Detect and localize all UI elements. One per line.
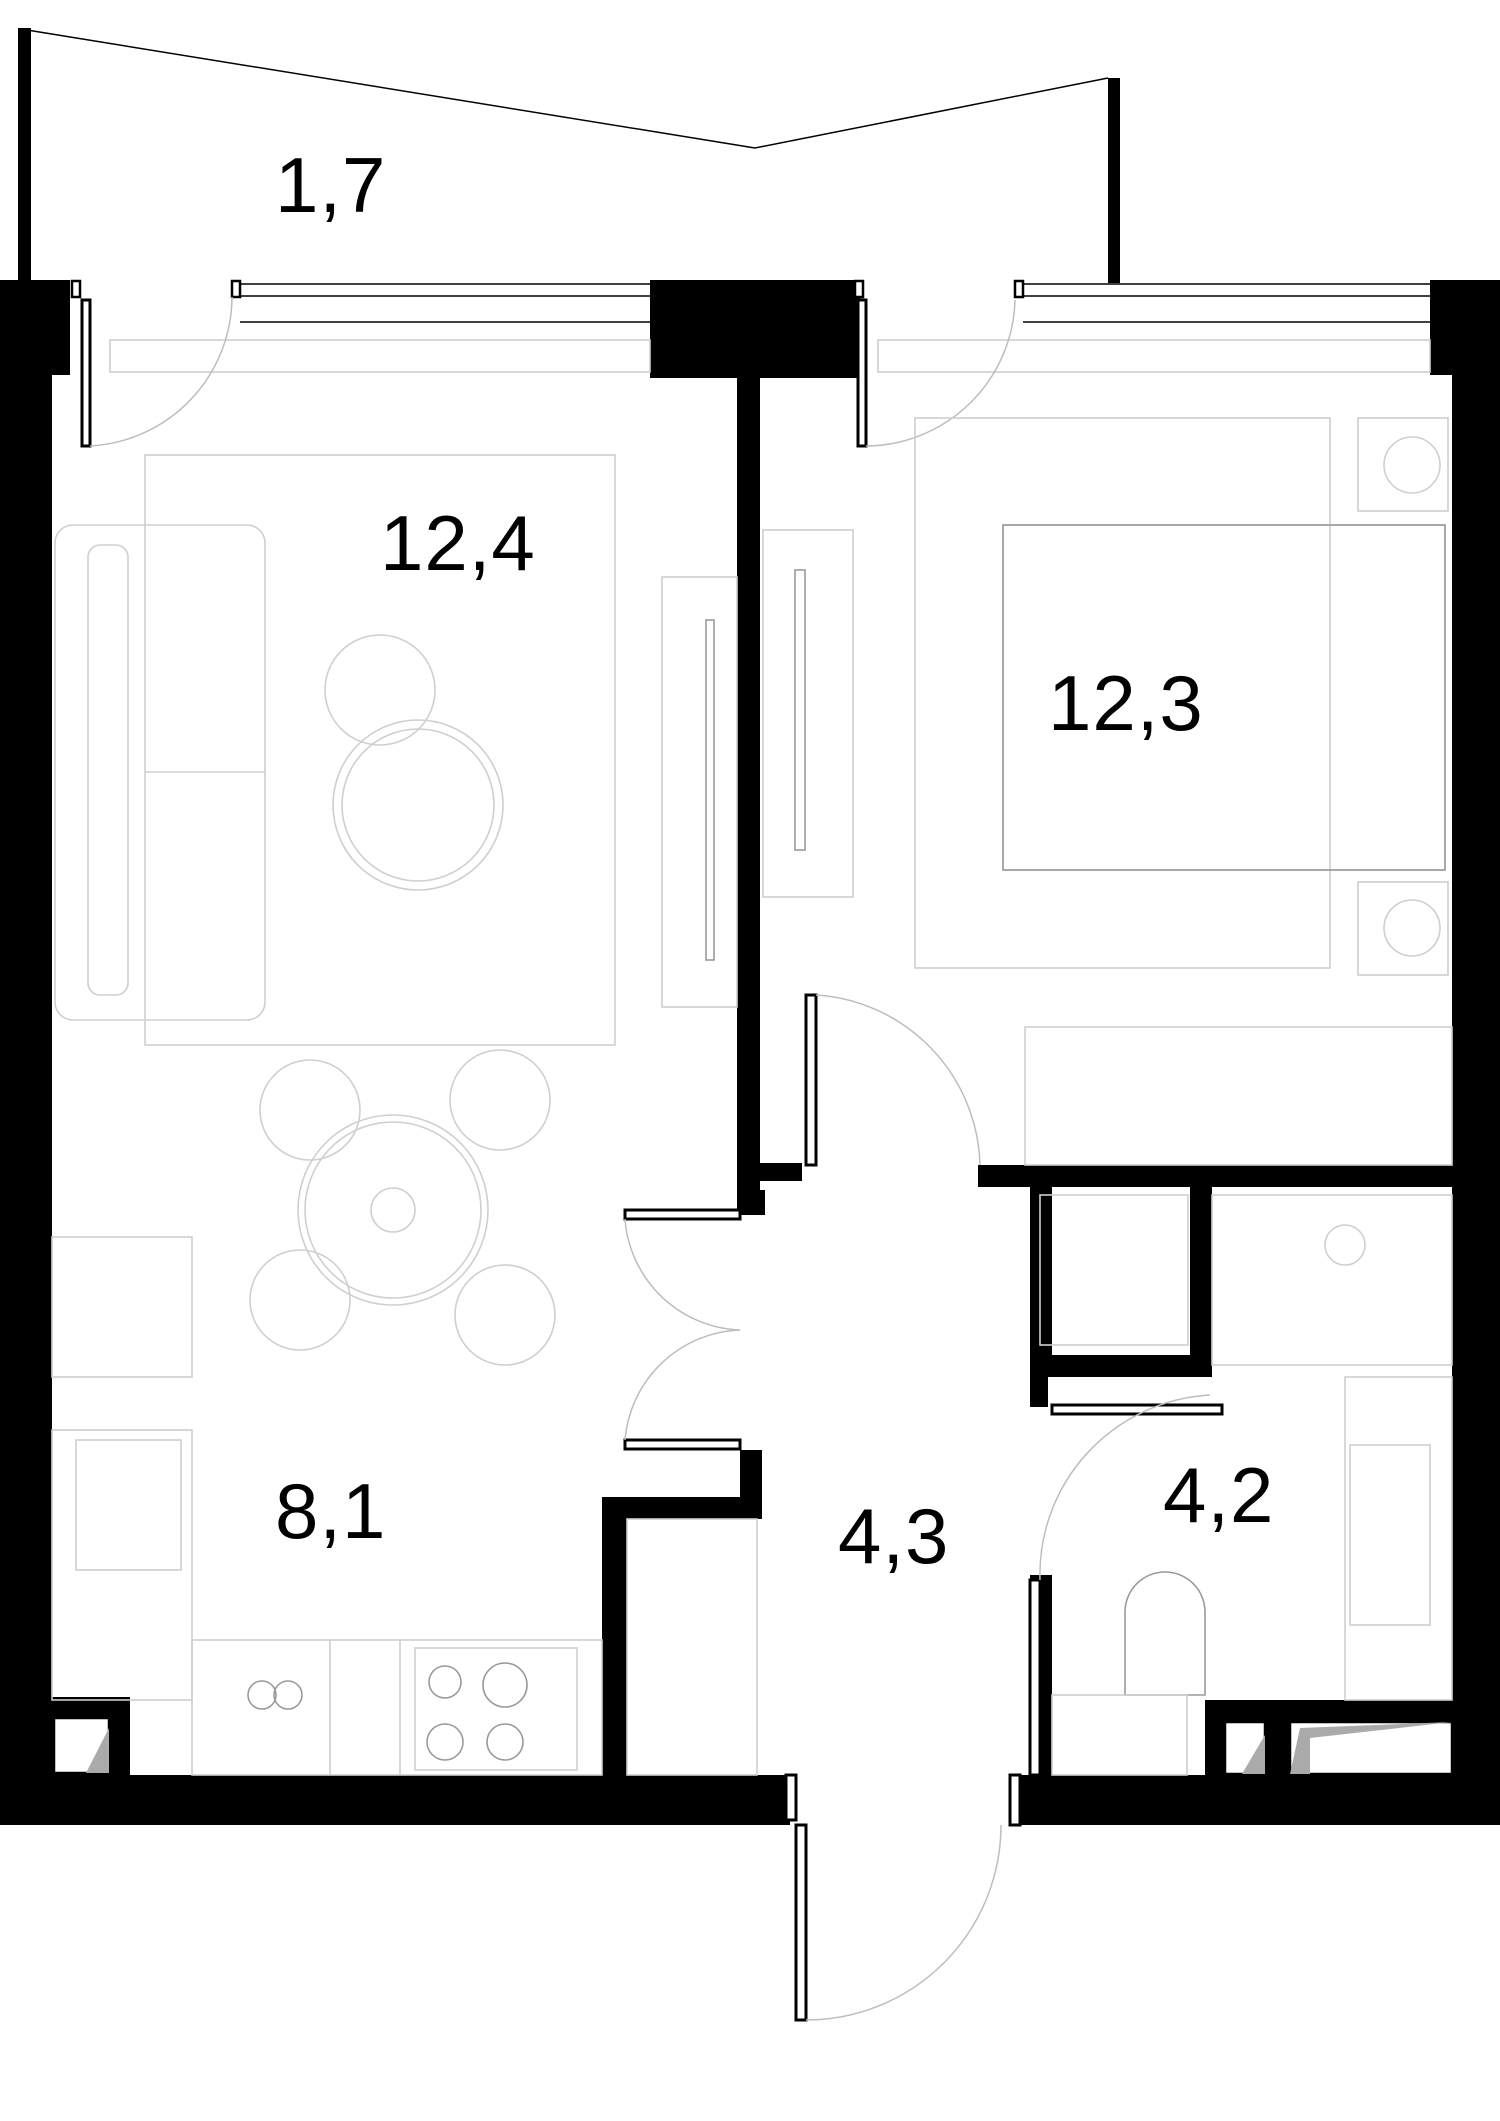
area-label-bathroom: 4,2 (1163, 1451, 1274, 1539)
bedroom-furniture (762, 417, 1453, 1166)
area-label-bedroom: 12,3 (1048, 659, 1204, 747)
area-label-balcony: 1,7 (275, 141, 386, 229)
balcony (18, 28, 1120, 283)
walls (0, 280, 1500, 1825)
area-label-kitchen: 8,1 (275, 1467, 386, 1555)
area-label-hallway: 4,3 (838, 1492, 949, 1580)
bath-furniture (626, 1194, 1453, 1776)
kitchen-furniture (51, 1236, 603, 1776)
area-labels: 1,7 12,4 12,3 8,1 4,3 4,2 (275, 141, 1274, 1580)
windows (70, 279, 1431, 373)
living-room-furniture (54, 454, 738, 1366)
area-label-living-room: 12,4 (380, 499, 536, 587)
doors (80, 296, 1224, 2022)
